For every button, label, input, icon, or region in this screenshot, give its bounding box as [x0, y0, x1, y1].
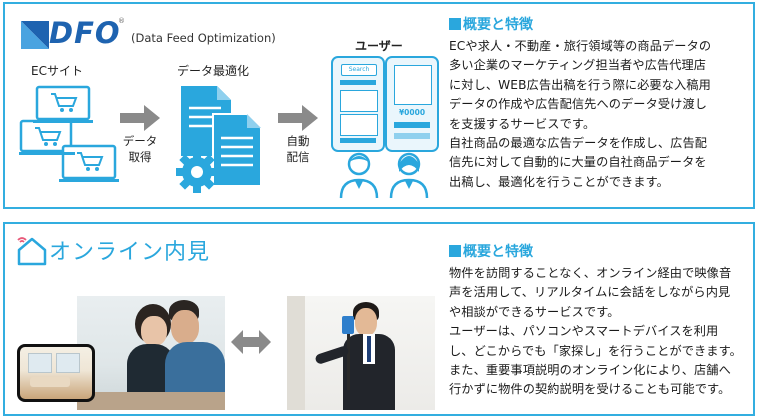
online-desc-line: し、どこからでも「家探し」を行うことができます。 [449, 343, 742, 358]
online-heading: 概要と特徴 [449, 241, 533, 261]
arrow2-label-line2: 配信 [286, 150, 310, 164]
arrow1-label: データ 取得 [119, 133, 161, 165]
dfo-registered-mark: ® [118, 17, 125, 25]
room-window [28, 353, 52, 373]
phone-inset [17, 344, 95, 402]
phone-price: ¥0000 [398, 108, 426, 117]
dfo-logo-text: DFO [49, 16, 121, 50]
online-desc-line: 声を活用して、リアルタイムに会話をしながら内見 [449, 285, 731, 300]
phone-on-stick [342, 316, 354, 334]
phone-product-screen: ¥0000 [385, 56, 439, 152]
agent-tie [367, 336, 371, 362]
dfo-desc-line: ECや求人・不動産・旅行領域等の商品データの [449, 39, 712, 53]
phone-search-text: Search [341, 64, 377, 76]
heading-square-icon [449, 18, 461, 30]
online-desc-line: ユーザーは、パソコンやスマートデバイスを利用 [449, 324, 719, 339]
room-photo [20, 347, 92, 399]
online-desc-line: また、重要事項説明のオンライン化により、店舗へ [449, 363, 731, 378]
online-title: オンライン内見 [49, 240, 211, 265]
phone-card [340, 90, 378, 112]
right-arrow-icon [120, 105, 160, 131]
agent-photo [287, 296, 435, 410]
dfo-desc-line: に対し、WEB広告出稿を行う際に必要な入稿用 [449, 77, 711, 92]
users-icon [339, 152, 429, 199]
room-window [56, 353, 80, 373]
dfo-desc-line: データの作成や広告配信先へのデータ受け渡し [449, 97, 708, 112]
online-desc-line: 行かずに物件の契約説明を受けることも可能です。 [449, 382, 731, 397]
dfo-heading: 概要と特徴 [449, 14, 533, 34]
double-arrow-icon [231, 330, 271, 354]
laptops-cart-icon [19, 85, 119, 182]
woman-face [141, 316, 167, 346]
dfo-panel: DFO ® (Data Feed Optimization) ECサイト データ… [3, 2, 755, 209]
phone-bar [340, 80, 376, 85]
house-wifi-icon [17, 237, 47, 266]
dfo-desc-line: 多い企業のマーケティング担当者や広告代理店 [449, 58, 707, 73]
phone-card [340, 114, 378, 136]
arrow2-label-line1: 自動 [286, 134, 310, 148]
phone-bar [394, 122, 430, 128]
dfo-description: ECや求人・不動産・旅行領域等の商品データの 多い企業のマーケティング担当者や広… [449, 37, 749, 192]
dfo-logo-subtitle: (Data Feed Optimization) [131, 31, 276, 45]
arrow1-label-line2: 取得 [128, 150, 152, 164]
dfo-desc-line: 信先に対して自動的に大量の自社商品データを [449, 155, 707, 170]
online-description: 物件を訪問することなく、オンライン経由で映像音 声を活用して、リアルタイムに会話… [449, 264, 753, 400]
selfie-stick [347, 320, 350, 390]
table [77, 392, 225, 410]
right-arrow-icon [278, 105, 318, 131]
dfo-desc-line: 出稿し、最適化を行うことができます。 [449, 174, 669, 189]
couple-photo [77, 296, 225, 410]
dfo-desc-line: を支援するサービスです。 [449, 116, 596, 131]
online-heading-text: 概要と特徴 [463, 244, 533, 260]
arrow1-label-line1: データ [122, 134, 158, 148]
online-desc-line: や相談ができるサービスです。 [449, 304, 620, 319]
data-optimization-label: データ最適化 [177, 64, 250, 78]
ec-site-label: ECサイト [31, 64, 83, 78]
online-viewing-panel: オンライン内見 概要と特徴 物件を訪問すること [3, 222, 755, 416]
agent-face [355, 308, 377, 336]
user-label: ユーザー [355, 39, 403, 53]
heading-square-icon [449, 245, 461, 257]
dfo-desc-line: 自社商品の最適な広告データを作成し、広告配 [449, 136, 708, 151]
dfo-logo-mark-icon [21, 21, 49, 49]
phone-product-image [394, 65, 432, 105]
phone-bar [394, 133, 430, 139]
man-face [171, 310, 199, 344]
wall-edge [287, 296, 305, 410]
phone-bar [340, 138, 376, 143]
documents-gear-icon [176, 86, 262, 193]
phone-search-screen: Search [331, 56, 385, 152]
dfo-heading-text: 概要と特徴 [463, 17, 533, 33]
room-sofa [30, 377, 70, 387]
arrow2-label: 自動 配信 [277, 133, 319, 165]
online-desc-line: 物件を訪問することなく、オンライン経由で映像音 [449, 266, 732, 280]
